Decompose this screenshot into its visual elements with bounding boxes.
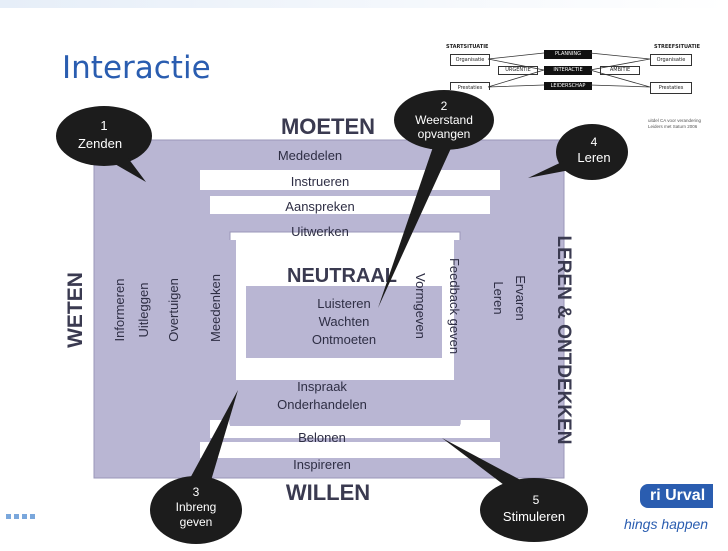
center-luisteren: Luisteren [317,296,370,311]
bubble-4-number: 4 [591,135,598,149]
bubble-3-line2: geven [180,515,213,529]
band-instrueren: Instrueren [291,174,350,189]
meedenken-column [212,240,236,420]
bubble-5-number: 5 [533,493,540,507]
slide-dots [6,506,38,524]
leren-ontdekken-heading: LEREN & ONTDEKKEN [553,235,574,444]
col-leren: Leren [491,281,506,314]
interaction-diagram: MOETEN WILLEN WETEN LEREN & ONTDEKKEN NE… [38,90,640,546]
center-core [246,286,442,358]
thumb-caption: uitdel CA voor verandering Leiders met S… [648,118,708,130]
thumb-urgentie: URGENTIE [498,66,538,75]
brand-tagline: hings happen [624,516,709,532]
thumb-connector-lines [487,52,651,88]
band-inspraak: Inspraak [297,379,347,394]
col-feedback-geven: Feedback geven [447,258,462,354]
bubble-2-line1: Weerstand [415,113,473,127]
bubble-5-label: Stimuleren [503,509,565,524]
bubble-3-inbreng: 3 Inbreng geven [150,390,242,544]
col-meedenken: Meedenken [208,274,223,342]
moeten-heading: MOETEN [281,114,375,139]
bubble-3-line1: Inbreng [176,500,217,514]
bubble-2-number: 2 [441,99,448,113]
slide-title: Interactie [62,50,211,86]
thumb-prestaties-right: Prestaties [650,82,692,94]
vormgeven-column [454,240,478,420]
willen-heading: WILLEN [286,480,370,505]
bubble-4-leren: 4 Leren [528,124,628,180]
bubble-1-zenden: 1 Zenden [56,106,152,182]
band-aanspreken: Aanspreken [285,199,354,214]
center-ontmoeten: Ontmoeten [312,332,376,347]
bubble-1-number: 1 [100,118,107,133]
col-overtuigen: Overtuigen [166,278,181,342]
weten-heading: WETEN [64,272,87,348]
band-uitwerken: Uitwerken [291,224,349,239]
top-gradient-bar [0,0,728,8]
bubble-2-line2: opvangen [418,127,471,141]
thumb-organisatie-left: Organisatie [450,54,490,66]
thumb-target-label: STREEFSITUATIE [654,44,701,50]
band-inspireren: Inspireren [293,457,351,472]
thumb-planning: PLANNING [544,50,592,59]
band-onderhandelen: Onderhandelen [277,397,367,412]
dot [6,514,11,519]
col-vormgeven: Vormgeven [413,273,428,339]
thumb-start-label: STARTSITUATIE [446,44,489,50]
col-informeren: Informeren [112,279,127,342]
bubble-2-weerstand: 2 Weerstand opvangen [378,90,494,308]
band-mededelen: Mededelen [278,148,342,163]
thumb-caption-line: uitdel CA voor verandering [648,118,702,123]
bubble-4-label: Leren [577,150,610,165]
dot [22,514,27,519]
brand-logo: ri Urval [640,484,714,508]
gap-4 [200,442,500,458]
diagram-svg: MOETEN WILLEN WETEN LEREN & ONTDEKKEN NE… [38,90,640,546]
dot [30,514,35,519]
thumb-caption-line: Leiders met Saturn 2006 [648,124,698,129]
gap-1 [200,170,500,190]
dot [14,514,19,519]
band-belonen: Belonen [298,430,346,445]
bubble-1-label: Zenden [78,136,122,151]
bubble-5-stimuleren: 5 Stimuleren [442,438,588,542]
center-wachten: Wachten [319,314,370,329]
inspraak-band [230,380,460,426]
thumb-ambitie: AMBITIE [600,66,640,75]
col-uitleggen: Uitleggen [136,283,151,338]
col-ervaren: Ervaren [513,275,528,321]
reference-thumbnail: STARTSITUATIE STREEFSITUATIE Organisatie… [440,40,702,100]
bubble-3-number: 3 [193,485,200,499]
neutraal-heading: NEUTRAAL [287,265,397,287]
thumb-organisatie-right: Organisatie [650,54,692,66]
